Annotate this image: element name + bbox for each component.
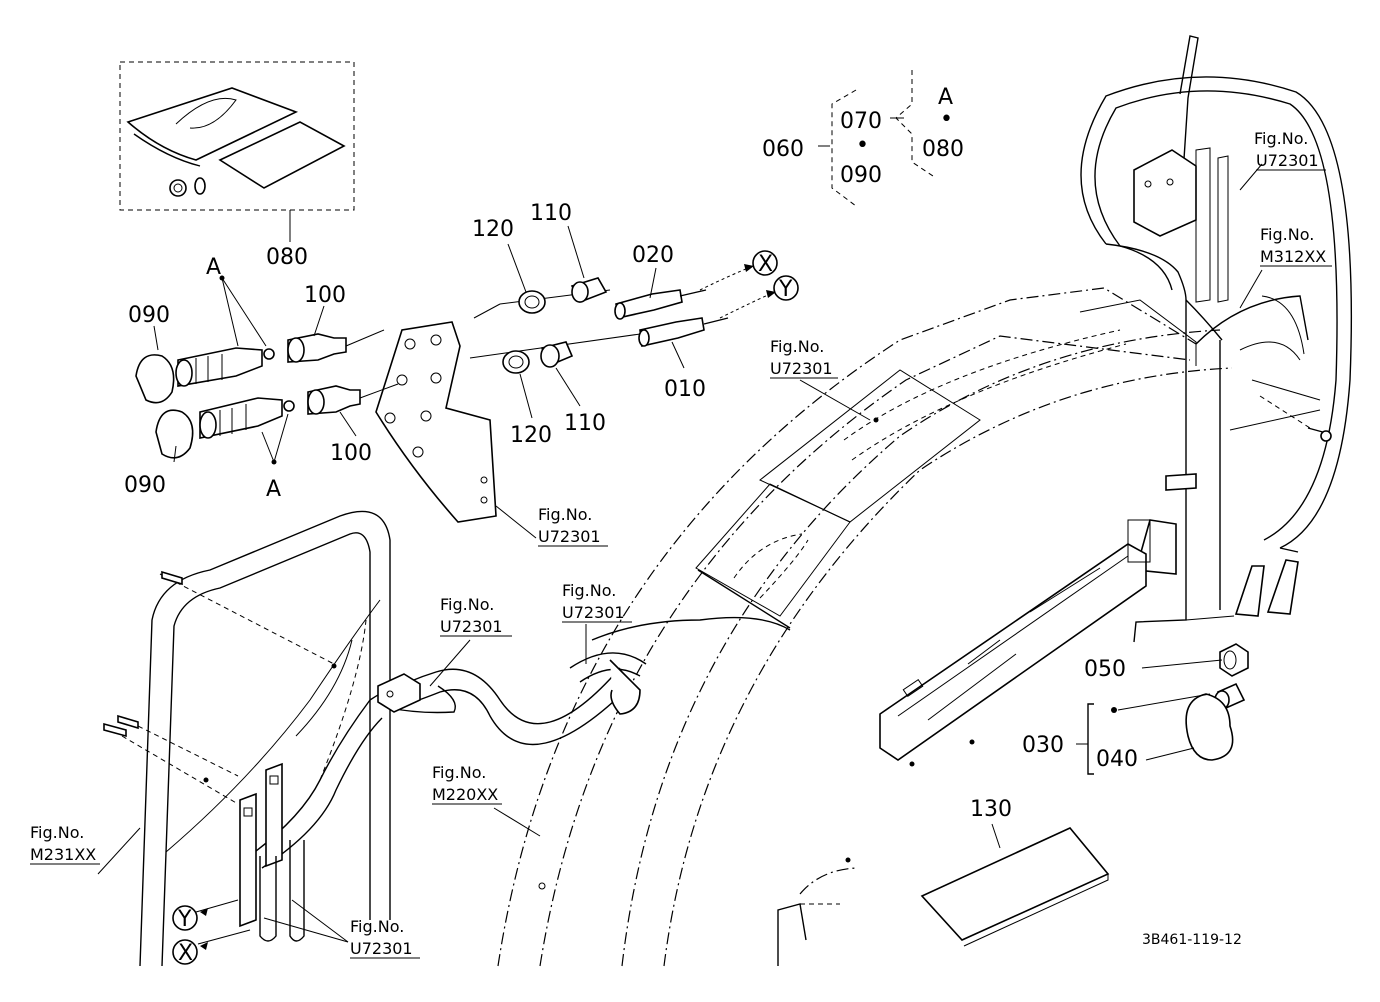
svg-text:M220XX: M220XX: [432, 785, 498, 804]
bracket-plate: [345, 321, 497, 523]
label-x-bottom: X: [178, 941, 193, 966]
svg-text:Fig.No.: Fig.No.: [770, 337, 824, 356]
label-120-upper: 120: [472, 217, 514, 242]
figref-m231: Fig.No. M231XX: [30, 823, 100, 865]
figref-hose-left: Fig.No. U72301: [440, 595, 512, 637]
label-080-top: 080: [922, 137, 964, 162]
label-090-top: 090: [840, 163, 882, 188]
label-100-lower: 100: [330, 441, 372, 466]
label-030: 030: [1022, 733, 1064, 758]
rops-frame: [1080, 35, 1353, 643]
svg-text:Fig.No.: Fig.No.: [562, 581, 616, 600]
label-x-top: X: [758, 252, 773, 277]
manual-130: [920, 823, 1110, 947]
label-010: 010: [664, 377, 706, 402]
label-070: 070: [840, 109, 882, 134]
svg-text:M231XX: M231XX: [30, 845, 96, 864]
svg-text:Fig.No.: Fig.No.: [350, 917, 404, 936]
figref-clamps: Fig.No. U72301: [350, 917, 420, 959]
label-a-upper: A: [206, 255, 221, 280]
label-a-top: A: [938, 85, 953, 110]
drawing-code: 3B461-119-12: [1142, 932, 1242, 948]
label-080-kit: 080: [266, 245, 308, 270]
nuts-washers-couplers: [469, 250, 799, 374]
label-090-upper: 090: [128, 303, 170, 328]
label-130: 130: [970, 797, 1012, 822]
label-dot-070: •: [856, 133, 869, 158]
svg-text:Fig.No.: Fig.No.: [440, 595, 494, 614]
fender-body: [497, 287, 1233, 967]
label-090-lower: 090: [124, 473, 166, 498]
svg-text:U72301: U72301: [770, 359, 833, 378]
figref-right-mid: Fig.No. M312XX: [1260, 225, 1332, 267]
label-060: 060: [762, 137, 804, 162]
label-050: 050: [1084, 657, 1126, 682]
leader-lines: [97, 163, 1263, 943]
label-y-bottom: Y: [177, 907, 192, 932]
svg-text:U72301: U72301: [1256, 151, 1319, 170]
figref-hose-right: Fig.No. U72301: [562, 581, 632, 623]
svg-text:Fig.No.: Fig.No.: [30, 823, 84, 842]
svg-text:Fig.No.: Fig.No.: [432, 763, 486, 782]
part-labels: 090 090 A A 100 100 080 120 110 120 110 …: [124, 85, 1138, 966]
label-110-upper: 110: [530, 201, 572, 226]
svg-text:Fig.No.: Fig.No.: [538, 505, 592, 524]
svg-text:U72301: U72301: [562, 603, 625, 622]
label-dot-a: •: [940, 107, 953, 132]
label-020: 020: [632, 243, 674, 268]
label-a-lower: A: [266, 477, 281, 502]
label-110-lower: 110: [564, 411, 606, 436]
svg-text:M312XX: M312XX: [1260, 247, 1326, 266]
figref-right-top: Fig.No. U72301: [1254, 129, 1326, 171]
figref-m220: Fig.No. M220XX: [432, 763, 502, 805]
left-frame-hoses: [103, 510, 791, 967]
figure-references: Fig.No. U72301 Fig.No. M312XX Fig.No. U7…: [30, 129, 1332, 959]
label-120-lower: 120: [510, 423, 552, 448]
coupler-assembly-left: [135, 275, 361, 465]
guide-rail: [879, 519, 1151, 767]
svg-text:Fig.No.: Fig.No.: [1260, 225, 1314, 244]
svg-text:U72301: U72301: [440, 617, 503, 636]
label-100-upper: 100: [304, 283, 346, 308]
lower-right-fittings: [1076, 643, 1249, 775]
label-040: 040: [1096, 747, 1138, 772]
svg-text:U72301: U72301: [350, 939, 413, 958]
figref-fender: Fig.No. U72301: [770, 337, 838, 379]
figref-bracket: Fig.No. U72301: [538, 505, 608, 547]
svg-text:U72301: U72301: [538, 527, 601, 546]
option-bracket: [818, 70, 937, 207]
svg-text:Fig.No.: Fig.No.: [1254, 129, 1308, 148]
label-y-top: Y: [778, 277, 793, 302]
kit-080-box: [119, 61, 355, 242]
